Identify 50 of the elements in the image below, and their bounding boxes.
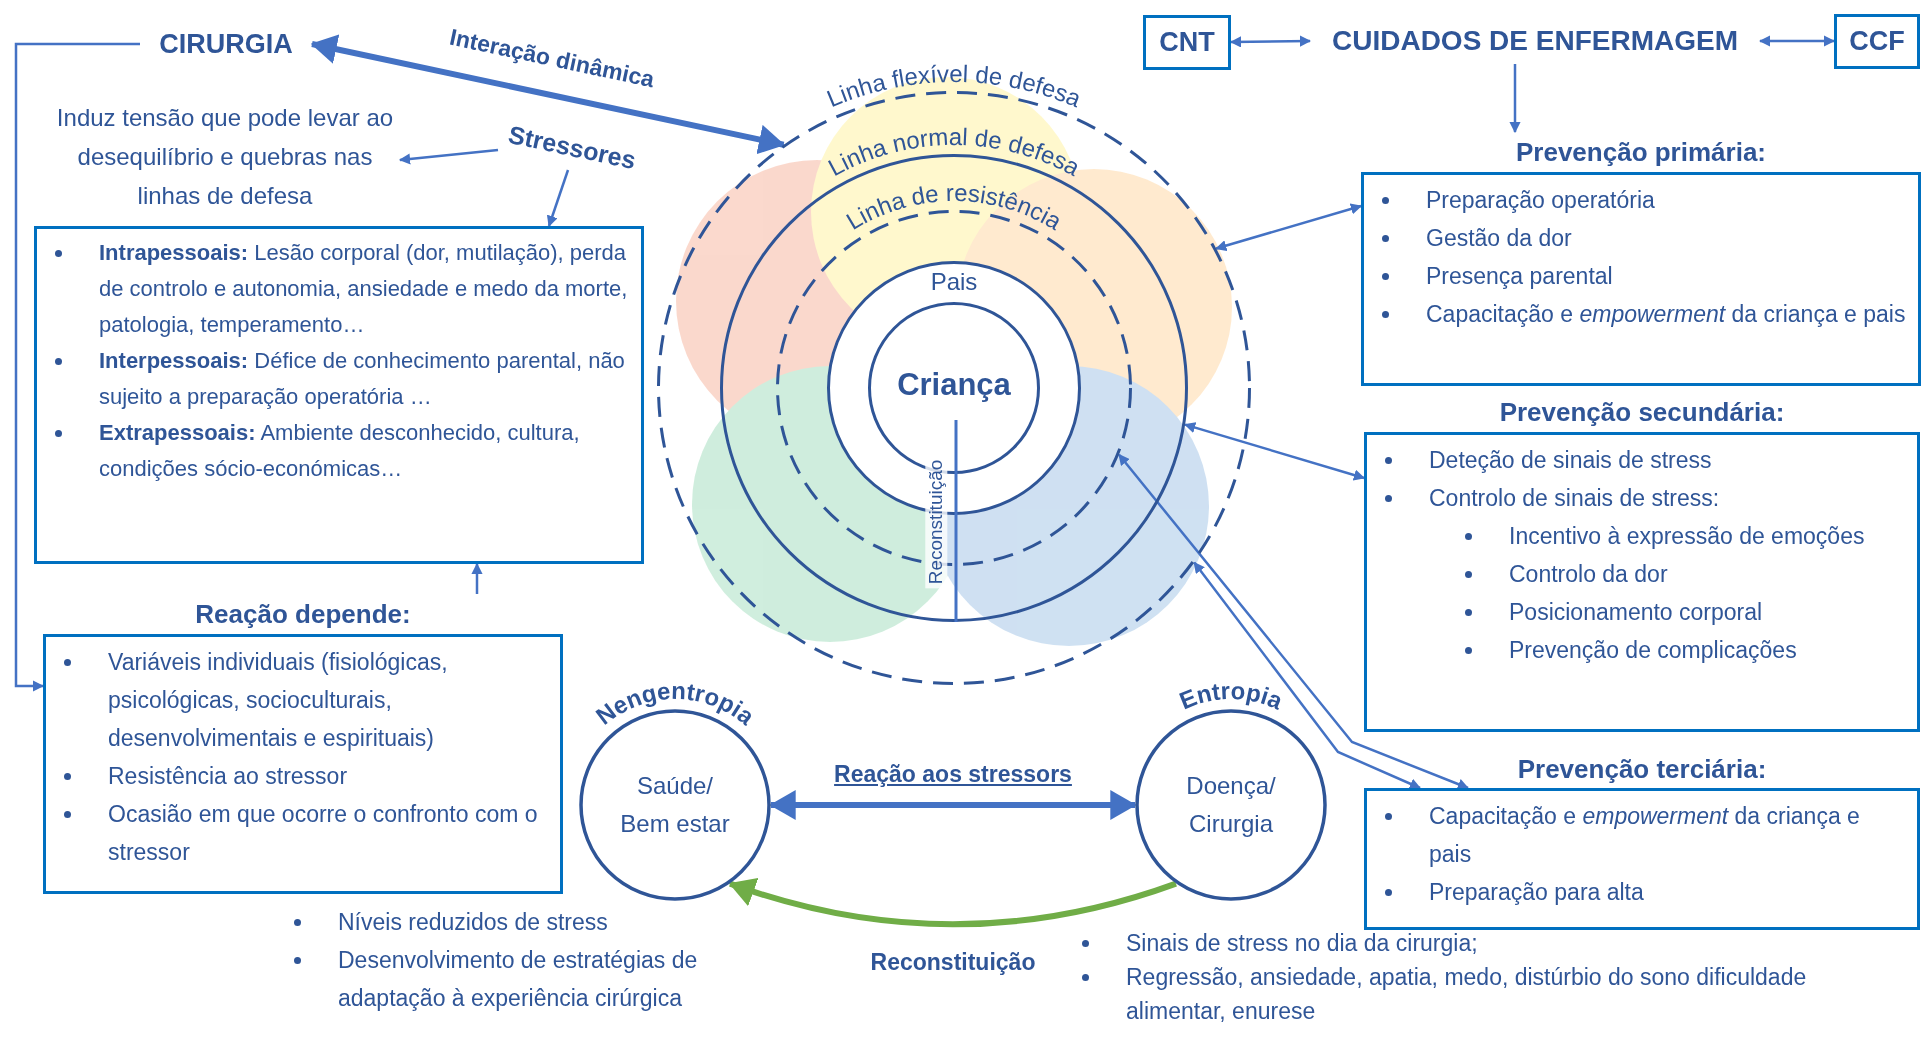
list-item: Preparação para alta bbox=[1429, 878, 1645, 907]
list-item: Capacitação e empowerment da criança e pais bbox=[1426, 300, 1906, 329]
arrow bbox=[471, 562, 483, 594]
list-item: Presença parental bbox=[1426, 262, 1614, 291]
list-item: Deteção de sinais de stress bbox=[1429, 446, 1713, 475]
arrow bbox=[1229, 35, 1312, 48]
list-item: Preparação operatória bbox=[1426, 186, 1656, 215]
arrow bbox=[14, 42, 140, 692]
arrow bbox=[1509, 64, 1521, 134]
circle-label: Saúde/ Bem estar bbox=[619, 771, 731, 839]
list-item: Variáveis individuais (fisiológicas, psicológicas, socioculturais, desenvolvimentais e espirituais) bbox=[108, 648, 449, 753]
list-item: Níveis reduzidos de stress bbox=[338, 908, 609, 937]
box-heading: Prevenção primária: bbox=[1516, 135, 1766, 169]
box-heading: Prevenção terciária: bbox=[1517, 752, 1767, 786]
label-box: CNT bbox=[1143, 15, 1231, 70]
arrow bbox=[1758, 35, 1836, 47]
list-item: Interpessoais: Défice de conhecimento parental, não sujeito a preparação operatória … bbox=[99, 347, 626, 411]
arrow bbox=[1118, 453, 1470, 790]
box-heading: Prevenção secundária: bbox=[1499, 395, 1785, 429]
arrow bbox=[1215, 203, 1363, 252]
list-item: Controlo da dor bbox=[1509, 560, 1669, 589]
list-item: Incentivo à expressão de emoções bbox=[1509, 522, 1866, 551]
circle-label: Doença/ Cirurgia bbox=[1185, 771, 1277, 839]
list-item: Ocasião em que ocorre o confronto com o stressor bbox=[108, 800, 539, 867]
list-item: Regressão, ansiedade, apatia, medo, distúrbio do sono dificuldade alimentar, enurese bbox=[1126, 963, 1808, 1026]
arc-label: Linha flexível de defesa bbox=[822, 59, 1086, 113]
heading-text: CIRURGIA bbox=[159, 27, 293, 61]
arrow bbox=[1193, 561, 1422, 790]
list-item: Posicionamento corporal bbox=[1509, 598, 1764, 627]
list-item: Desenvolvimento de estratégias de adaptação à experiência cirúrgica bbox=[338, 946, 699, 1013]
arrow bbox=[1184, 422, 1366, 481]
circle-label: Criança bbox=[897, 365, 1011, 404]
arrow bbox=[546, 169, 570, 228]
list-item: Gestão da dor bbox=[1426, 224, 1573, 253]
list-item: Capacitação e empowerment da criança e pais bbox=[1429, 802, 1861, 869]
list-item: Controlo de sinais de stress: bbox=[1429, 484, 1721, 513]
list-item: Prevenção de complicações bbox=[1509, 636, 1798, 665]
list-item: Sinais de stress no dia da cirurgia; bbox=[1126, 929, 1479, 958]
label-box: CCF bbox=[1834, 14, 1920, 69]
list-item: Intrapessoais: Lesão corporal (dor, mutilação), perda de controlo e autonomia, ansiedade e medo da morte, patologia, temperamento… bbox=[99, 239, 629, 339]
box-heading: Reação depende: bbox=[195, 597, 411, 631]
arrow bbox=[398, 148, 499, 165]
note-text: Induz tensão que pode levar ao desequilíbrio e quebras nas linhas de defesa bbox=[55, 102, 395, 211]
arc-label: Entropia bbox=[1175, 676, 1287, 715]
list-item: Resistência ao stressor bbox=[108, 762, 349, 791]
heading-text: CUIDADOS DE ENFERMAGEM bbox=[1332, 24, 1738, 58]
circle-label: Pais bbox=[930, 267, 978, 297]
arrow bbox=[310, 36, 785, 153]
list-item: Extrapessoais: Ambiente desconhecido, cultura, condições sócio-económicas… bbox=[99, 419, 581, 483]
curved-arrow bbox=[728, 879, 1177, 928]
